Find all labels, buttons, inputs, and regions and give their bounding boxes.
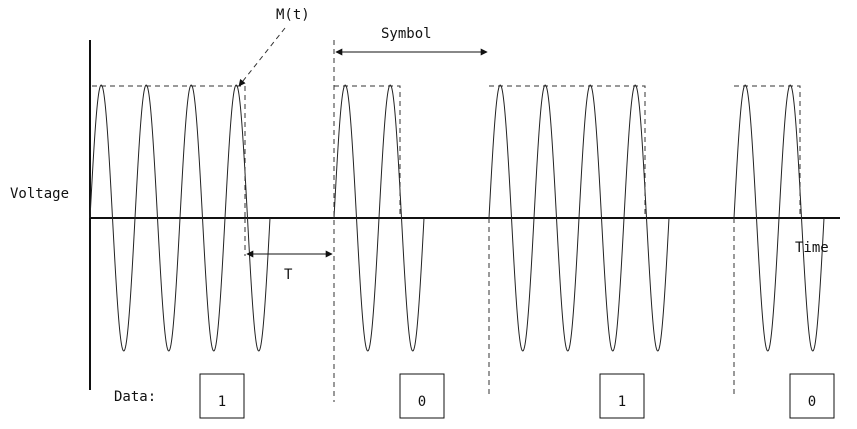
data-bit-2: 0 <box>399 373 445 419</box>
data-bit-4: 0 <box>789 373 835 419</box>
carrier-burst-1 <box>89 84 271 352</box>
data-bit-3: 1 <box>599 373 645 419</box>
carrier-burst-3 <box>488 84 670 352</box>
time-label: Time <box>795 240 829 256</box>
modulation-pointer-arrow <box>238 27 286 87</box>
data-bit-1: 1 <box>199 373 245 419</box>
data-bit-value: 0 <box>418 394 426 410</box>
symbol-label: Symbol <box>381 26 432 42</box>
data-bit-value: 0 <box>808 394 816 410</box>
symbol-boundaries <box>244 40 735 402</box>
modulation-label: M(t) <box>276 7 310 23</box>
data-row-label: Data: <box>114 389 156 405</box>
data-bit-value: 1 <box>618 394 626 410</box>
period-label: T <box>284 267 293 283</box>
carrier-burst-2 <box>333 84 425 352</box>
envelope-dashed <box>92 85 801 218</box>
data-bit-value: 1 <box>218 394 226 410</box>
carrier-waveform <box>89 84 825 352</box>
carrier-burst-4 <box>733 84 825 352</box>
voltage-label: Voltage <box>10 186 69 202</box>
